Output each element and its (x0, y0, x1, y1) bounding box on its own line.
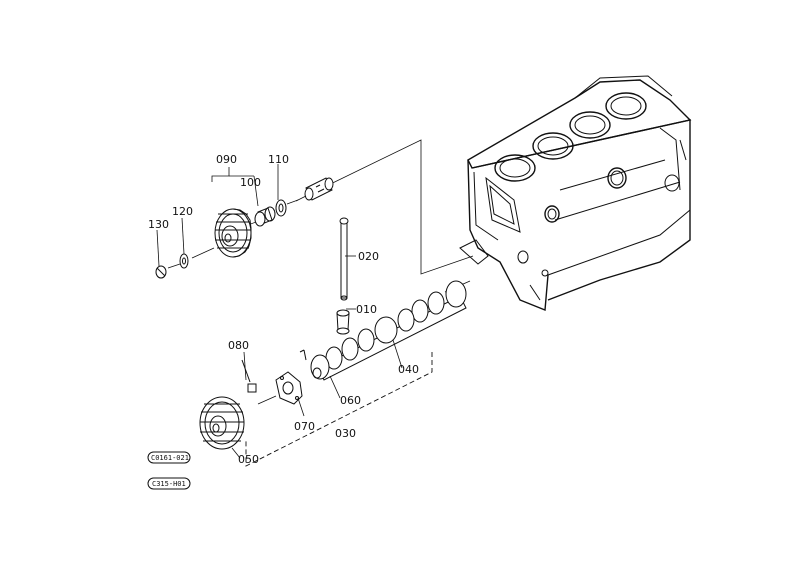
label-010: 010 (356, 303, 377, 316)
camshaft-040 (299, 280, 467, 381)
label-100: 100 (240, 176, 261, 189)
label-020: 020 (358, 250, 379, 263)
tappet-010 (336, 309, 350, 335)
label-070: 070 (294, 420, 315, 433)
reference-tag-1: C0161-021 (147, 451, 191, 464)
label-050: 050 (238, 453, 259, 466)
label-120: 120 (172, 205, 193, 218)
idle-gear-090 (214, 208, 252, 258)
label-130: 130 (148, 218, 169, 231)
bushing-100 (254, 206, 276, 227)
washer-110 (275, 199, 287, 217)
label-110: 110 (268, 153, 289, 166)
label-090: 090 (216, 153, 237, 166)
assembly-axis-line (309, 139, 474, 275)
label-040: 040 (398, 363, 419, 376)
label-060: 060 (340, 394, 361, 407)
label-080: 080 (228, 339, 249, 352)
cam-gear-050 (199, 396, 245, 450)
reference-tag-1-text: C0161-021 (151, 454, 189, 462)
circlip-130 (155, 265, 167, 279)
washer-120 (179, 253, 189, 269)
reference-tag-2: C315-H01 (147, 477, 191, 490)
reference-tag-2-text: C315-H01 (152, 480, 186, 488)
label-030: 030 (335, 427, 356, 440)
upper-tappet (304, 177, 334, 201)
push-rod-020 (339, 217, 349, 301)
bolt-080 (241, 359, 257, 393)
assembly-030-bracket (245, 352, 433, 467)
engine-block (459, 75, 692, 312)
thrust-plate-070 (275, 371, 303, 405)
